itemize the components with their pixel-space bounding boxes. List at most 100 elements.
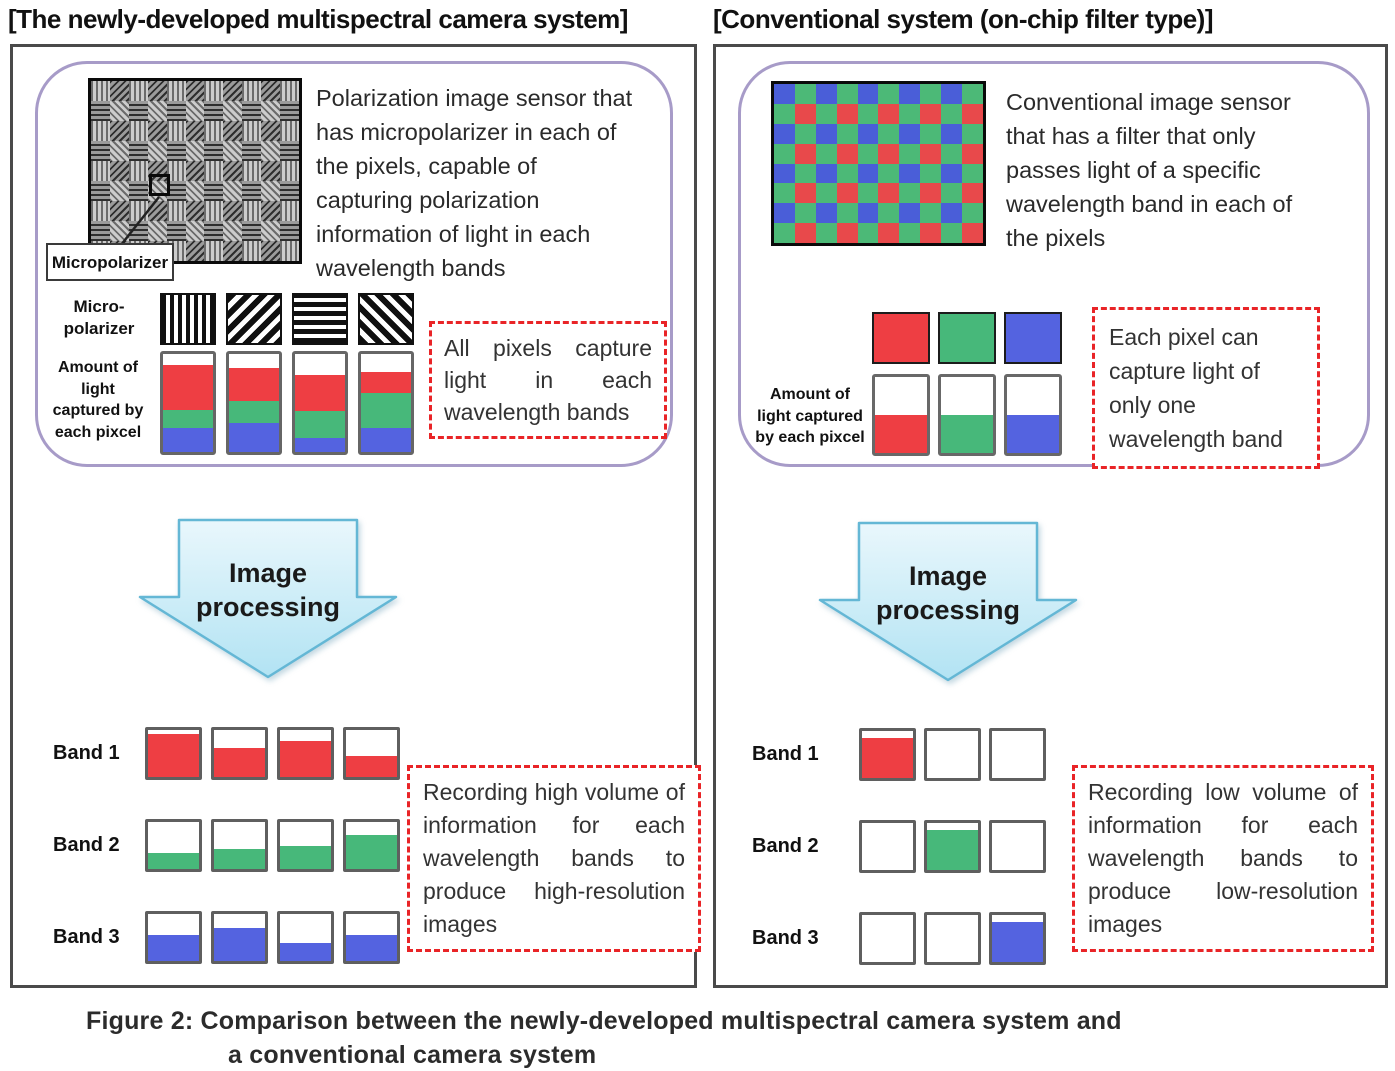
right-capture-callout: Each pixel can capture light of only one… (1092, 307, 1320, 469)
polar-sensor-cell (147, 121, 167, 141)
polar-sensor-cell (109, 121, 129, 141)
left-panel: Polarization image sensor that has micro… (10, 44, 701, 988)
bayer-sensor-cell (878, 103, 900, 124)
polar-sensor-cell (128, 81, 148, 101)
band-label: Band 2 (53, 834, 120, 856)
bayer-sensor-cell (774, 183, 795, 204)
band-boxes (859, 820, 1046, 873)
polar-sensor-cell (280, 221, 299, 241)
band-boxes (145, 911, 400, 964)
diagonal-stripes-up-swatch-icon (226, 293, 282, 345)
bayer-sensor-cell (836, 103, 858, 124)
bar-empty-space (295, 354, 345, 375)
polar-sensor-cell (280, 141, 299, 161)
polar-sensor-cell (166, 101, 186, 121)
bar-segment-blue (295, 438, 345, 452)
polar-sensor-cell (166, 121, 186, 141)
polar-sensor-cell (223, 241, 243, 261)
right-system-title: [Conventional system (on-chip filter typ… (713, 4, 1214, 34)
bayer-sensor-cell (857, 183, 879, 204)
polar-sensor-cell (280, 201, 299, 221)
amount-label-line: light captured (757, 407, 863, 425)
polar-sensor-cell (261, 201, 281, 221)
bayer-sensor-cell (794, 103, 816, 124)
amount-label-line: captured by (52, 402, 144, 419)
bayer-sensor-cell (920, 143, 942, 164)
polar-sensor-cell (280, 81, 299, 101)
polar-sensor-cell (280, 241, 299, 261)
band-label: Band 1 (53, 742, 120, 764)
polar-sensor-cell (109, 141, 129, 161)
polar-sensor-cell (242, 121, 262, 141)
polar-sensor-cell (185, 101, 205, 121)
pixel-light-box (872, 374, 930, 456)
polar-sensor-cell (223, 121, 243, 141)
bar-empty-space (163, 354, 213, 365)
bar-segment-green (163, 409, 213, 429)
band-box (924, 912, 981, 965)
right-result-callout: Recording low volume of information for … (1072, 765, 1374, 952)
bayer-sensor-cell (836, 183, 858, 204)
polar-sensor-cell (166, 201, 186, 221)
bayer-sensor-cell (815, 223, 837, 243)
bayer-sensor-cell (774, 103, 795, 124)
micropolarizer-tag: Micropolarizer (46, 243, 174, 281)
micropolarizer-highlight-cell (149, 174, 170, 196)
color-filter-swatches (872, 312, 1062, 364)
bayer-sensor-cell (962, 103, 983, 124)
green-filter-swatch (938, 312, 996, 364)
polar-sensor-cell (204, 181, 224, 201)
bayer-sensor-cell (815, 84, 837, 104)
pixel-light-bar (160, 351, 216, 455)
band-box-fill-green (214, 849, 265, 869)
band-box (211, 727, 268, 780)
band-box-fill-blue (280, 943, 331, 961)
bayer-sensor-cell (878, 143, 900, 164)
polar-sensor-cell (261, 241, 281, 261)
bayer-sensor-cell (794, 203, 816, 224)
bayer-sensor-cell (774, 223, 795, 243)
polar-sensor-cell (223, 101, 243, 121)
polar-sensor-cell (242, 221, 262, 241)
bayer-sensor-cell (899, 84, 921, 104)
band-box (211, 819, 268, 872)
polar-sensor-cell (128, 181, 148, 201)
bayer-sensor-cell (857, 103, 879, 124)
polar-sensor-cell (128, 221, 148, 241)
left-pixel-light-bars (160, 351, 414, 455)
polar-sensor-cell (147, 221, 167, 241)
polar-sensor-cell (204, 121, 224, 141)
band-box-fill-red (214, 747, 265, 777)
polar-sensor-cell (242, 181, 262, 201)
band-boxes (145, 819, 400, 872)
left-system-title: [The newly-developed multispectral camer… (8, 4, 628, 34)
bayer-sensor-cell (941, 84, 963, 104)
band-box-fill-green (148, 852, 199, 869)
polar-sensor-cell (242, 161, 262, 181)
micro-polarizer-label-line: Micro- (73, 297, 125, 316)
band-box (277, 819, 334, 872)
bayer-sensor-cell (962, 183, 983, 204)
bayer-sensor-cell (941, 183, 963, 204)
polar-sensor-cell (242, 101, 262, 121)
band-box-fill-red (346, 756, 397, 777)
figure-caption-line1: Figure 2: Comparison between the newly-d… (86, 1007, 1122, 1035)
bayer-sensor-cell (941, 103, 963, 124)
band-label: Band 3 (752, 927, 819, 949)
band-label: Band 3 (53, 926, 120, 948)
bar-segment-green (361, 393, 411, 429)
bayer-sensor-cell (941, 223, 963, 243)
polar-sensor-cell (109, 101, 129, 121)
polar-sensor-cell (109, 161, 129, 181)
band-box-fill-red (862, 738, 913, 778)
polar-sensor-cell (185, 141, 205, 161)
polar-sensor-cell (109, 221, 129, 241)
polar-sensor-cell (128, 161, 148, 181)
polar-sensor-cell (166, 181, 186, 201)
band-boxes (859, 912, 1046, 965)
band-box (343, 911, 400, 964)
polar-sensor-cell (204, 161, 224, 181)
band-boxes (859, 728, 1046, 781)
